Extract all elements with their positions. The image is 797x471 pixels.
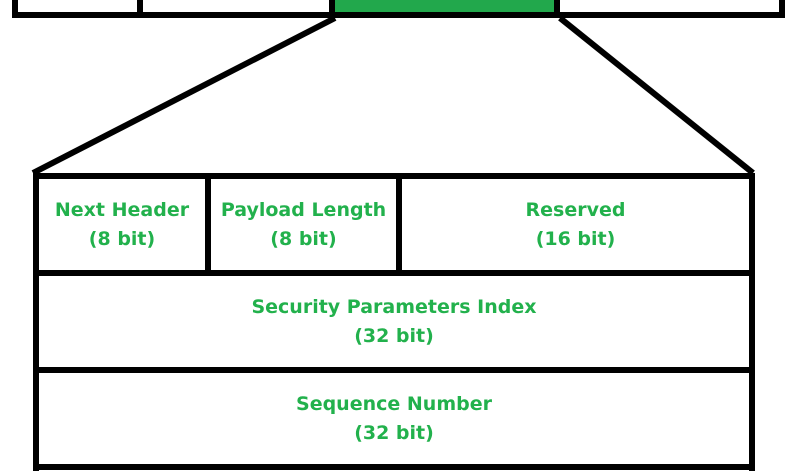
field-sequence-number: Sequence Number (32 bit) xyxy=(39,373,749,464)
field-next-header-bits: (8 bit) xyxy=(88,227,156,250)
field-sequence-number-bits: (32 bit) xyxy=(354,421,434,444)
header-word-3: Sequence Number (32 bit) xyxy=(39,373,749,470)
outer-packet-cell-2 xyxy=(143,0,335,12)
funnel-line-left xyxy=(31,15,337,176)
outer-packet-cell-highlighted-ah xyxy=(335,0,560,12)
field-security-parameters-index-label: Security Parameters Index xyxy=(251,295,537,318)
field-payload-length: Payload Length (8 bit) xyxy=(211,179,402,270)
authentication-header-detail: Next Header (8 bit) Payload Length (8 bi… xyxy=(33,173,755,471)
field-sequence-number-label: Sequence Number xyxy=(296,392,492,415)
outer-packet-bar xyxy=(12,0,785,18)
funnel-line-right xyxy=(558,15,755,176)
header-word-1: Next Header (8 bit) Payload Length (8 bi… xyxy=(39,179,749,276)
field-payload-length-label: Payload Length xyxy=(220,198,387,221)
field-next-header: Next Header (8 bit) xyxy=(39,179,211,270)
field-reserved-bits: (16 bit) xyxy=(535,227,616,250)
field-security-parameters-index: Security Parameters Index (32 bit) xyxy=(39,276,749,367)
header-word-2: Security Parameters Index (32 bit) xyxy=(39,276,749,373)
field-payload-length-bits: (8 bit) xyxy=(270,227,337,250)
outer-packet-cell-1 xyxy=(18,0,143,12)
field-next-header-label: Next Header xyxy=(54,198,190,221)
field-security-parameters-index-bits: (32 bit) xyxy=(354,324,434,347)
outer-packet-cell-4 xyxy=(560,0,779,12)
field-reserved-label: Reserved xyxy=(525,198,626,221)
field-reserved: Reserved (16 bit) xyxy=(402,179,749,270)
